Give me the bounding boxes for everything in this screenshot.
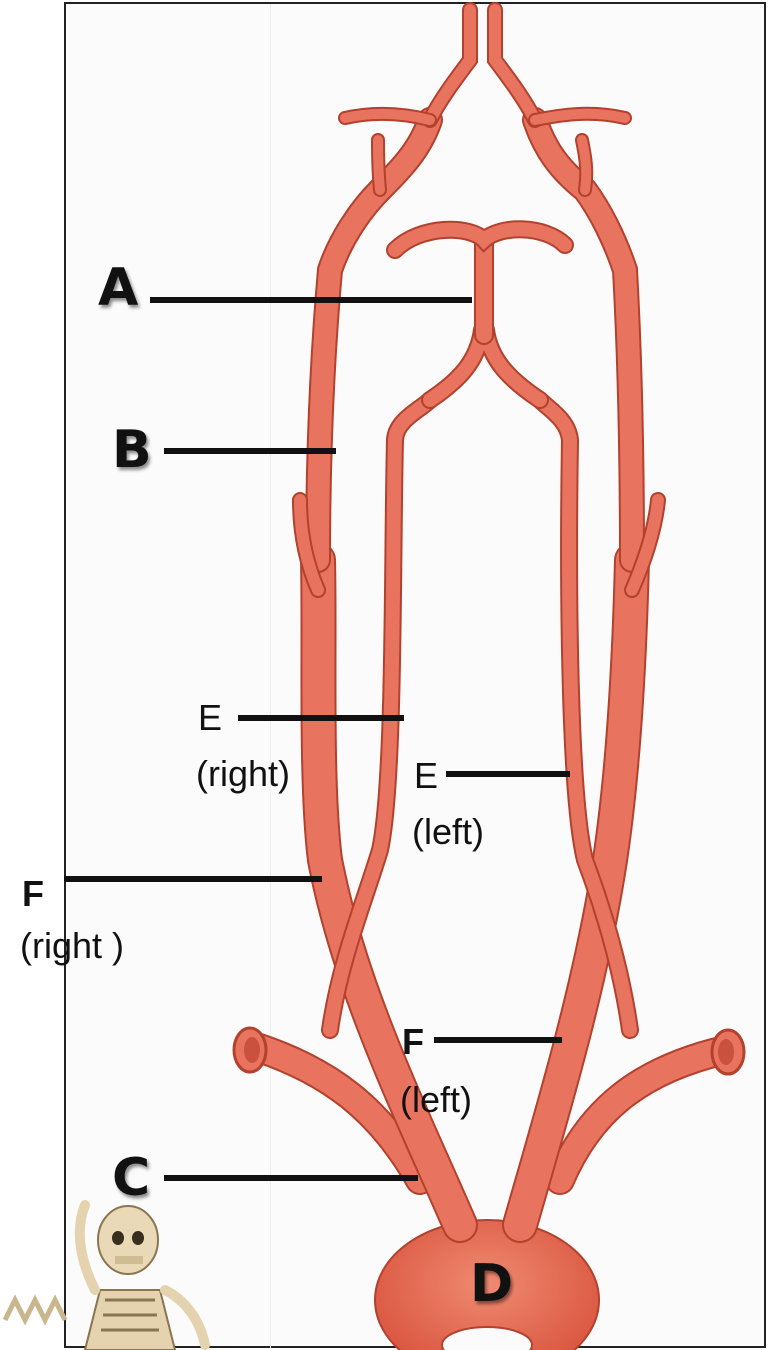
label-e-left-letter: E [414, 758, 438, 794]
leader-line-b [164, 448, 336, 454]
label-e-right-side: (right) [196, 756, 290, 792]
leader-line-a [150, 297, 472, 303]
skeleton-logo [5, 1205, 205, 1350]
leader-line-f-left [434, 1037, 562, 1043]
label-f-left-letter: F [402, 1024, 424, 1060]
leader-line-f-right [64, 876, 322, 882]
label-a: A [98, 262, 136, 314]
label-f-right-letter: F [22, 876, 44, 912]
label-b: B [112, 424, 150, 476]
label-f-right-side: (right ) [20, 928, 124, 964]
basilar-artery [395, 229, 565, 400]
label-d: D [470, 1258, 511, 1310]
cerebral-branches [345, 10, 625, 190]
label-e-right-letter: E [198, 700, 222, 736]
label-c: C [112, 1152, 148, 1204]
leader-line-c [164, 1175, 418, 1181]
label-f-left-side: (left) [400, 1082, 472, 1118]
leader-line-e-left [446, 771, 570, 777]
label-e-left-side: (left) [412, 814, 484, 850]
subclavian-artery-left [560, 1030, 744, 1180]
leader-line-e-right [238, 715, 404, 721]
external-carotid-branches [300, 500, 658, 590]
